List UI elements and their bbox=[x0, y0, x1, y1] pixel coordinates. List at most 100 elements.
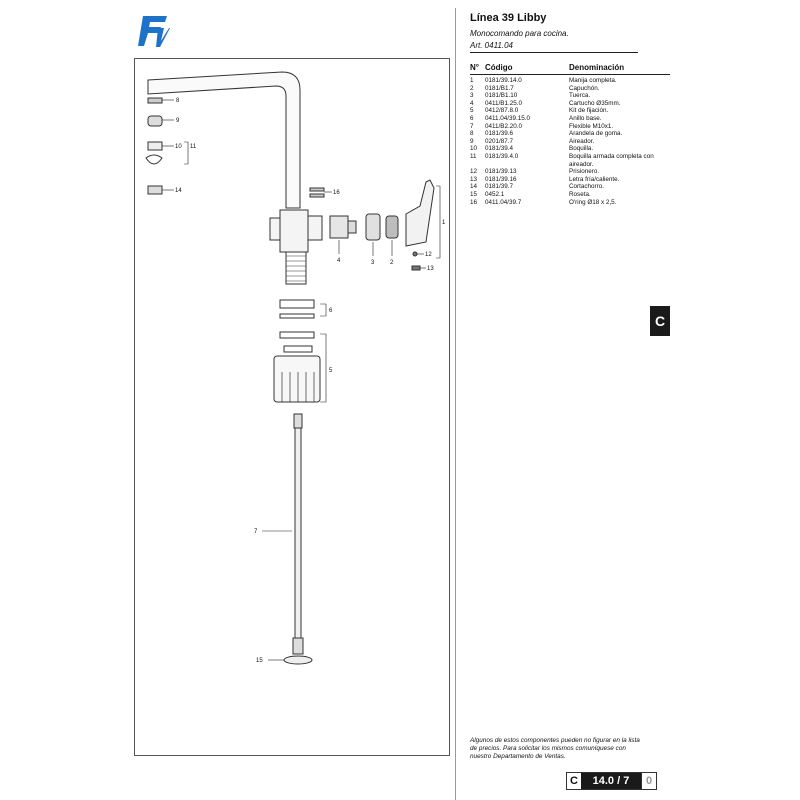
row-code: 0181/39.16 bbox=[485, 175, 517, 183]
table-row: 2 0181/B1.7 Capuchón. bbox=[470, 85, 670, 93]
page-divider bbox=[455, 8, 456, 800]
table-row: 15 0452.1 Roseta. bbox=[470, 191, 670, 199]
row-code: 0181/39.7 bbox=[485, 183, 514, 191]
table-row: 7 0411/B2.20.0 Flexible M10x1. bbox=[470, 123, 670, 131]
callout-8: 8 bbox=[176, 98, 180, 104]
row-code: 0411/B1.25.0 bbox=[485, 99, 522, 107]
row-number: 16 bbox=[470, 198, 478, 206]
row-number: 5 bbox=[470, 107, 474, 115]
row-number: 4 bbox=[470, 99, 474, 107]
row-code: 0201/87.7 bbox=[485, 137, 514, 145]
table-row: 9 0201/87.7 Aireador. bbox=[470, 138, 670, 146]
callout-15: 15 bbox=[256, 658, 263, 664]
callout-2: 2 bbox=[390, 260, 394, 266]
row-code: 0181/39.4.0 bbox=[485, 152, 519, 160]
table-header: N° Código Denominación bbox=[470, 60, 670, 72]
row-number: 2 bbox=[470, 84, 474, 92]
row-description: Cortachorro. bbox=[569, 183, 604, 191]
section-tab: C bbox=[650, 306, 670, 336]
callout-14: 14 bbox=[175, 188, 182, 194]
page-indicator: C 14.0 / 7 0 bbox=[566, 772, 657, 790]
table-row: 8 0181/39.6 Arandela de goma. bbox=[470, 130, 670, 138]
callout-10: 10 bbox=[175, 144, 182, 150]
row-description: Aireador. bbox=[569, 137, 595, 145]
fv-logo-icon bbox=[138, 16, 170, 47]
row-number: 8 bbox=[470, 130, 474, 138]
row-description: Arandela de goma. bbox=[569, 130, 623, 138]
row-number: 15 bbox=[470, 190, 478, 198]
table-row: 3 0181/B1.10 Tuerca. bbox=[470, 92, 670, 100]
callout-12: 12 bbox=[425, 252, 432, 258]
row-description: Cartucho Ø35mm. bbox=[569, 99, 621, 107]
row-code: 0411.04/39.15.0 bbox=[485, 114, 531, 122]
column-header-description: Denominación bbox=[569, 63, 625, 72]
footnote: Algunos de estos componentes pueden no f… bbox=[470, 737, 640, 760]
page-subnumber: 0 bbox=[641, 773, 656, 789]
callout-1: 1 bbox=[442, 220, 446, 226]
row-code: 0181/B1.10 bbox=[485, 92, 518, 100]
row-number: 11 bbox=[470, 152, 477, 160]
row-number: 1 bbox=[470, 77, 474, 84]
callout-4: 4 bbox=[337, 258, 341, 264]
table-row: 4 0411/B1.25.0 Cartucho Ø35mm. bbox=[470, 100, 670, 108]
callout-5: 5 bbox=[329, 368, 333, 374]
callout-6: 6 bbox=[329, 308, 333, 314]
row-code: 0181/39.6 bbox=[485, 130, 514, 138]
callout-11: 11 bbox=[190, 144, 197, 150]
row-description: Prisionero. bbox=[569, 168, 600, 176]
table-row: 11 0181/39.4.0 Boquilla armada completa co… bbox=[470, 153, 670, 168]
row-description: O'ring Ø18 x 2,5. bbox=[569, 198, 617, 206]
callout-3: 3 bbox=[371, 260, 375, 266]
diagram-frame bbox=[134, 58, 450, 756]
page-subtitle: Monocomando para cocina. bbox=[470, 29, 569, 38]
row-number: 7 bbox=[470, 122, 474, 130]
row-description: Anillo base. bbox=[569, 114, 602, 122]
table-row: 13 0181/39.16 Letra fría/caliente. bbox=[470, 176, 670, 184]
row-code: 0412/87.8.0 bbox=[485, 107, 519, 115]
callout-9: 9 bbox=[176, 118, 180, 124]
row-number: 3 bbox=[470, 92, 474, 100]
callout-13: 13 bbox=[427, 266, 434, 272]
callout-7: 7 bbox=[254, 529, 258, 535]
row-number: 13 bbox=[470, 175, 478, 183]
row-description: Kit de fijación. bbox=[569, 107, 609, 115]
table-row: 1 0181/39.14.0 Manija completa. bbox=[470, 77, 670, 85]
row-number: 6 bbox=[470, 114, 474, 122]
row-code: 0181/39.13 bbox=[485, 168, 517, 176]
row-description: Roseta. bbox=[569, 190, 591, 198]
column-header-code: Código bbox=[485, 63, 513, 72]
row-number: 9 bbox=[470, 137, 474, 145]
row-description: Boquilla armada completa con aireador. bbox=[569, 152, 654, 168]
column-header-number: N° bbox=[470, 63, 479, 72]
table-row: 6 0411.04/39.15.0 Anillo base. bbox=[470, 115, 670, 123]
header-rule bbox=[470, 52, 638, 53]
article-number: Art. 0411.04 bbox=[470, 41, 513, 50]
table-row: 10 0181/39.4 Boquilla. bbox=[470, 145, 670, 153]
row-description: Boquilla. bbox=[569, 145, 594, 153]
row-code: 0411/B2.20.0 bbox=[485, 122, 522, 130]
exploded-view-diagram: 8 9 10 11 14 16 1 2 3 4 12 13 6 5 7 15 bbox=[145, 71, 446, 665]
row-code: 0181/B1.7 bbox=[485, 84, 514, 92]
table-header-rule bbox=[470, 74, 670, 75]
row-code: 0411.04/39.7 bbox=[485, 198, 522, 206]
row-number: 14 bbox=[470, 183, 478, 191]
table-row: 12 0181/39.13 Prisionero. bbox=[470, 168, 670, 176]
row-description: Manija completa. bbox=[569, 77, 617, 84]
row-code: 0181/39.4 bbox=[485, 145, 514, 153]
row-number: 10 bbox=[470, 145, 478, 153]
table-row: 5 0412/87.8.0 Kit de fijación. bbox=[470, 107, 670, 115]
table-row: 16 0411.04/39.7 O'ring Ø18 x 2,5. bbox=[470, 199, 670, 207]
page-number: 14.0 / 7 bbox=[581, 773, 641, 789]
callout-16: 16 bbox=[333, 190, 340, 196]
parts-table: N° Código Denominación 1 0181/39.14.0 Mani… bbox=[470, 60, 670, 206]
row-description: Capuchón. bbox=[569, 84, 600, 92]
row-description: Flexible M10x1. bbox=[569, 122, 614, 130]
row-description: Tuerca. bbox=[569, 92, 591, 100]
row-code: 0452.1 bbox=[485, 190, 505, 198]
table-row: 14 0181/39.7 Cortachorro. bbox=[470, 183, 670, 191]
row-code: 0181/39.14.0 bbox=[485, 77, 522, 84]
row-description: Letra fría/caliente. bbox=[569, 175, 620, 183]
page-section-letter: C bbox=[567, 773, 581, 789]
row-number: 12 bbox=[470, 168, 478, 176]
